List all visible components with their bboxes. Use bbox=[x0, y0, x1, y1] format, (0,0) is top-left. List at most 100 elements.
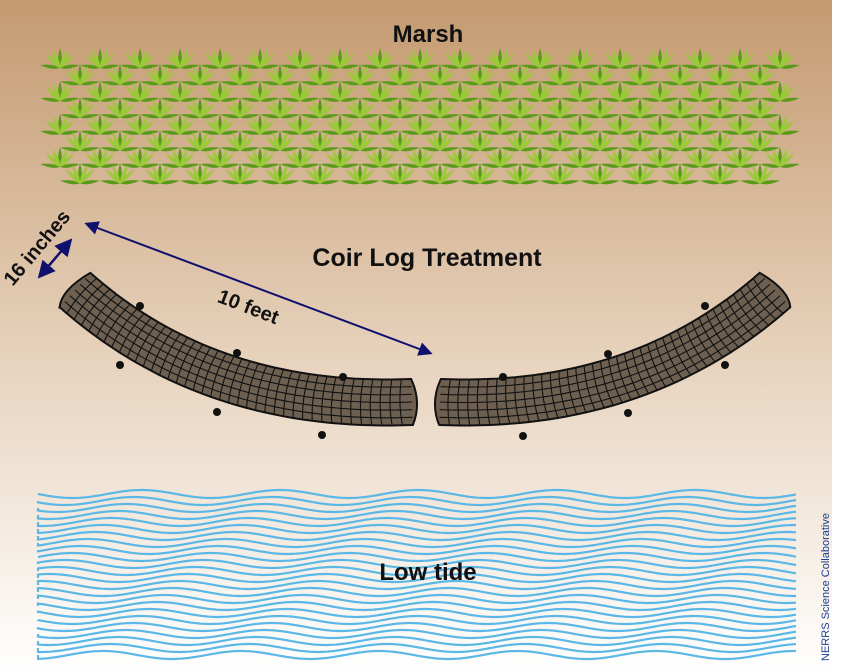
marsh-plant-icon bbox=[300, 64, 340, 86]
marsh-plant-icon bbox=[120, 114, 160, 135]
stake-icon bbox=[604, 350, 612, 358]
marsh-plant-icon bbox=[140, 163, 180, 185]
wave-icon bbox=[36, 565, 797, 577]
marsh-plant-icon bbox=[600, 147, 640, 168]
marsh-plant-icon bbox=[700, 64, 740, 86]
marsh-plant-icon bbox=[400, 48, 440, 69]
marsh-plant-icon bbox=[580, 130, 620, 152]
credit-label: NERRS Science Collaborative bbox=[820, 513, 832, 661]
marsh-plant-icon bbox=[640, 147, 680, 168]
marsh-plant-icon bbox=[600, 48, 640, 69]
marsh-plant-icon bbox=[300, 163, 340, 185]
marsh-plant-icon bbox=[620, 163, 660, 185]
marsh-plant-icon bbox=[540, 97, 580, 119]
marsh-plant-icon bbox=[440, 48, 480, 69]
marsh-plant-icon bbox=[320, 48, 360, 69]
marsh-plant-icon bbox=[560, 114, 600, 135]
marsh-plant-icon bbox=[500, 97, 540, 119]
wave-icon bbox=[36, 586, 796, 598]
coir-log-right bbox=[434, 271, 792, 427]
marsh-plant-icon bbox=[700, 130, 740, 152]
marsh-plant-icon bbox=[620, 97, 660, 119]
marsh-plant-icon bbox=[460, 64, 500, 86]
wave-icon bbox=[36, 530, 797, 542]
marsh-plant-icon bbox=[440, 147, 480, 168]
marsh-plant-icon bbox=[740, 64, 780, 86]
marsh-plant-icon bbox=[640, 48, 680, 69]
wave-icon bbox=[36, 537, 797, 549]
wave-icon bbox=[36, 495, 797, 507]
marsh-plant-icon bbox=[360, 48, 400, 69]
marsh-plant-icon bbox=[220, 163, 260, 185]
marsh-plant-icon bbox=[340, 130, 380, 152]
marsh-plant-icon bbox=[420, 97, 460, 119]
marsh-plant-icon bbox=[360, 81, 400, 102]
stake-icon bbox=[213, 408, 221, 416]
wave-icon bbox=[36, 635, 797, 647]
marsh-plant-icon bbox=[200, 81, 240, 102]
treatment-label: Coir Log Treatment bbox=[312, 244, 542, 272]
marsh-plant-icon bbox=[200, 114, 240, 135]
marsh-plant-icon bbox=[720, 147, 760, 168]
marsh-plant-icon bbox=[460, 130, 500, 152]
stake-icon bbox=[318, 431, 326, 439]
marsh-plant-icon bbox=[180, 64, 220, 86]
marsh-plant-icon bbox=[260, 130, 300, 152]
marsh-plant-icon bbox=[480, 48, 520, 69]
marsh-plant-icon bbox=[400, 147, 440, 168]
marsh-plant-icon bbox=[80, 81, 120, 102]
marsh-plant-icon bbox=[560, 81, 600, 102]
marsh-plant-icon bbox=[600, 81, 640, 102]
marsh-plant-icon bbox=[680, 114, 720, 135]
marsh-plant-icon bbox=[140, 64, 180, 86]
marsh-plant-icon bbox=[220, 97, 260, 119]
marsh-plant-icon bbox=[480, 114, 520, 135]
marsh-plant-icon bbox=[320, 81, 360, 102]
marsh-plant-icon bbox=[220, 64, 260, 86]
marsh-vegetation bbox=[40, 48, 800, 185]
marsh-plant-icon bbox=[660, 97, 700, 119]
marsh-plant-icon bbox=[160, 114, 200, 135]
marsh-plant-icon bbox=[760, 114, 800, 135]
stake-icon bbox=[499, 373, 507, 381]
wave-icon bbox=[36, 544, 797, 556]
marsh-plant-icon bbox=[580, 97, 620, 119]
marsh-plant-icon bbox=[120, 81, 160, 102]
marsh-plant-icon bbox=[560, 48, 600, 69]
marsh-plant-icon bbox=[460, 97, 500, 119]
stakes bbox=[116, 302, 729, 440]
marsh-plant-icon bbox=[580, 163, 620, 185]
marsh-plant-icon bbox=[520, 48, 560, 69]
marsh-plant-icon bbox=[760, 81, 800, 102]
marsh-plant-icon bbox=[120, 147, 160, 168]
marsh-plant-icon bbox=[660, 163, 700, 185]
marsh-plant-icon bbox=[120, 48, 160, 69]
marsh-plant-icon bbox=[260, 163, 300, 185]
marsh-plant-icon bbox=[80, 147, 120, 168]
marsh-plant-icon bbox=[400, 114, 440, 135]
marsh-plant-icon bbox=[140, 97, 180, 119]
marsh-plant-icon bbox=[500, 130, 540, 152]
marsh-plant-icon bbox=[200, 147, 240, 168]
marsh-plant-icon bbox=[700, 97, 740, 119]
marsh-plant-icon bbox=[500, 163, 540, 185]
marsh-plant-icon bbox=[320, 147, 360, 168]
marsh-plant-icon bbox=[160, 48, 200, 69]
wave-icon bbox=[36, 509, 797, 521]
wave-icon bbox=[36, 600, 797, 612]
marsh-plant-icon bbox=[660, 64, 700, 86]
marsh-plant-icon bbox=[380, 130, 420, 152]
marsh-plant-icon bbox=[160, 81, 200, 102]
marsh-plant-icon bbox=[440, 114, 480, 135]
marsh-plant-icon bbox=[180, 163, 220, 185]
marsh-plant-icon bbox=[720, 114, 760, 135]
marsh-plant-icon bbox=[380, 64, 420, 86]
marsh-plant-icon bbox=[40, 48, 80, 69]
marsh-plant-icon bbox=[60, 64, 100, 86]
marsh-plant-icon bbox=[240, 81, 280, 102]
stake-icon bbox=[519, 432, 527, 440]
marsh-plant-icon bbox=[340, 163, 380, 185]
stake-icon bbox=[339, 373, 347, 381]
marsh-plant-icon bbox=[80, 48, 120, 69]
